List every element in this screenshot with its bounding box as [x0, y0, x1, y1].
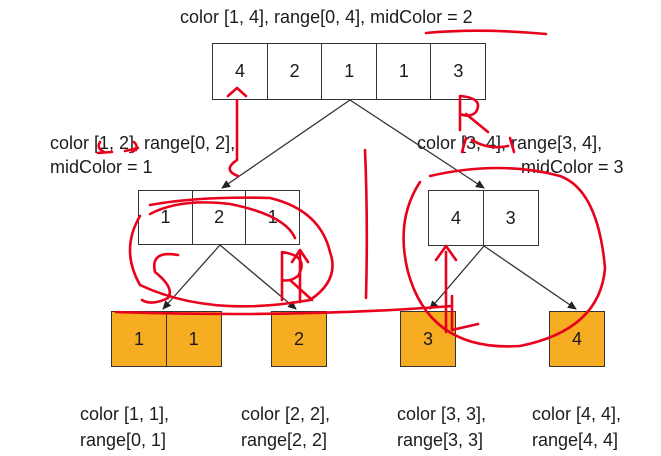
leaf-cell: 4: [549, 311, 605, 367]
letter-s: [140, 252, 180, 304]
leaf-array-4: 4: [549, 311, 605, 367]
letter-l: [450, 294, 480, 332]
root-cell: 3: [430, 43, 487, 100]
leaf-array-1: 1 1: [111, 311, 222, 367]
right-loop: [402, 166, 607, 348]
leaf-label: range[0, 1]: [80, 430, 167, 450]
left-label-line2: midColor = 1: [50, 157, 153, 177]
leaf-label: color [4, 4],: [532, 404, 622, 424]
leaf-label: color [3, 3],: [397, 404, 487, 424]
edge-root-right: [349, 99, 485, 189]
leaf-label: range[3, 3]: [397, 430, 484, 450]
root-label: color [1, 4], range[0, 4], midColor = 2: [180, 7, 473, 27]
red-ink-annotations: [96, 29, 607, 348]
root-cell: 1: [321, 43, 378, 100]
underline-leaf-row: [114, 304, 454, 316]
leaf-label: color [1, 1],: [80, 404, 170, 424]
leaf-cell: 1: [165, 311, 222, 367]
root-cell: 1: [375, 43, 432, 100]
arrow-up-right: [434, 244, 458, 334]
arrow-up-left: [226, 86, 248, 178]
left-label-line1: color [1, 2], range[0, 2],: [50, 133, 236, 153]
leaf-label: color [2, 2],: [241, 404, 331, 424]
left-subloop: [148, 201, 297, 240]
vertical-divider: [363, 148, 369, 300]
leaf-label: range[2, 2]: [241, 430, 328, 450]
bracket-left-cells: [97, 140, 138, 154]
underline-midcolor: [424, 29, 548, 36]
leaf-array-2: 2: [271, 311, 327, 367]
right-array: 4 3: [428, 190, 539, 246]
edge-root-left: [221, 99, 351, 189]
left-loop: [128, 196, 334, 308]
letter-r-top: [458, 94, 490, 134]
arrow-up-leaf2: [290, 248, 310, 304]
edge-left-leaf2: [219, 244, 297, 310]
leaf-cell: 2: [271, 311, 327, 367]
right-cell: 3: [482, 190, 539, 246]
right-cell: 4: [428, 190, 484, 246]
edge-right-leaf3: [429, 245, 485, 310]
leaf-label: range[4, 4]: [532, 430, 619, 450]
strike-range-right: [470, 138, 510, 149]
bracket-right-cells: [460, 136, 516, 154]
edge-right-leaf4: [483, 245, 577, 310]
